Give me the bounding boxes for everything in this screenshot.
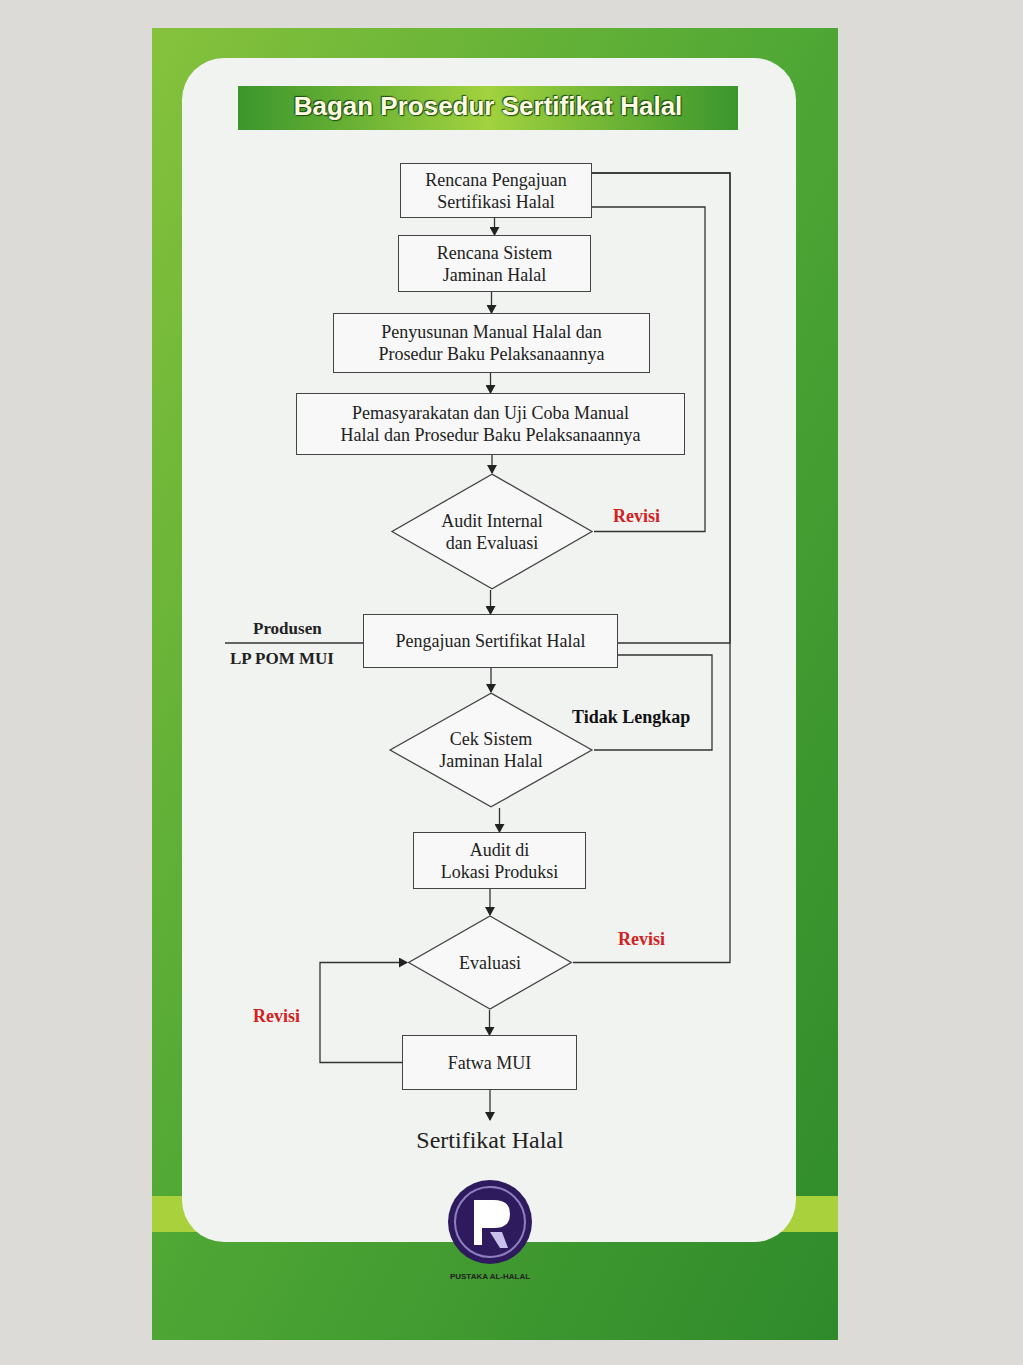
node-text: Pengajuan Sertifikat Halal [396, 630, 586, 652]
decision-diamond: Cek Sistem Jaminan Halal [388, 692, 594, 808]
edge-label: Revisi [618, 929, 665, 950]
connector [573, 173, 730, 963]
node-text-group: Audit Internal dan Evaluasi [427, 510, 557, 554]
diamond-outline [390, 473, 594, 590]
white-panel [182, 58, 796, 1242]
node-text: Rencana Sistem Jaminan Halal [410, 242, 579, 286]
connector [490, 373, 491, 393]
edge-label: Revisi [613, 506, 660, 527]
divider-line [225, 642, 363, 643]
process-box: Pemasyarakatan dan Uji Coba Manual Halal… [296, 393, 685, 455]
process-box: Rencana Pengajuan Sertifikasi Halal [400, 163, 592, 218]
node-text: Audit di Lokasi Produksi [425, 839, 574, 883]
decision-diamond: Evaluasi [407, 915, 573, 1010]
process-box: Fatwa MUI [402, 1035, 577, 1090]
brochure-card [152, 28, 838, 1340]
node-text: Audit Internal dan Evaluasi [427, 510, 557, 554]
node-text-group: Pemasyarakatan dan Uji Coba Manual Halal… [308, 402, 673, 446]
node-text-group: Penyusunan Manual Halal dan Prosedur Bak… [345, 321, 638, 365]
party-label: LP POM MUI [230, 649, 334, 669]
title: Bagan Prosedur Sertifikat Halal [238, 91, 738, 122]
connector [499, 808, 500, 832]
node-text-group: Fatwa MUI [448, 1052, 532, 1074]
connector [490, 668, 491, 692]
node-text: Fatwa MUI [448, 1052, 532, 1074]
node-text-group: Pengajuan Sertifikat Halal [396, 630, 586, 652]
process-box: Audit di Lokasi Produksi [413, 832, 586, 889]
node-text: Penyusunan Manual Halal dan Prosedur Bak… [345, 321, 638, 365]
edge-label: Revisi [253, 1006, 300, 1027]
node-text-group: Rencana Sistem Jaminan Halal [410, 242, 579, 286]
node-text: Pemasyarakatan dan Uji Coba Manual Halal… [308, 402, 673, 446]
process-box: Pengajuan Sertifikat Halal [363, 614, 618, 668]
connector [491, 292, 492, 313]
logo-symbol [448, 1180, 532, 1264]
connector [489, 1090, 490, 1120]
edge-label: Tidak Lengkap [572, 707, 690, 728]
title-banner [238, 86, 738, 130]
process-box: Rencana Sistem Jaminan Halal [398, 235, 591, 292]
node-text-group: Audit di Lokasi Produksi [425, 839, 574, 883]
process-box: Penyusunan Manual Halal dan Prosedur Bak… [333, 313, 650, 373]
logo-text: PUSTAKA AL-HALAL [440, 1272, 540, 1281]
node-text-group: Cek Sistem Jaminan Halal [426, 728, 556, 772]
decision-diamond: Audit Internal dan Evaluasi [390, 473, 594, 590]
connector [490, 590, 491, 614]
connector [494, 218, 495, 235]
node-text-group: Sertifikat Halal [416, 1125, 563, 1155]
node-text: Rencana Pengajuan Sertifikasi Halal [412, 169, 580, 213]
node-text: Sertifikat Halal [416, 1125, 563, 1155]
node-text: Evaluasi [459, 952, 521, 974]
connector [489, 1010, 490, 1035]
node-text-group: Evaluasi [459, 952, 521, 974]
connector [491, 455, 492, 473]
node-text: Cek Sistem Jaminan Halal [426, 728, 556, 772]
party-label: Produsen [253, 619, 322, 639]
diamond-outline [388, 692, 594, 808]
connector [489, 889, 490, 915]
connector [594, 655, 712, 750]
node-text-group: Rencana Pengajuan Sertifikasi Halal [412, 169, 580, 213]
end-text: Sertifikat Halal [380, 1120, 600, 1160]
connector [320, 963, 407, 1063]
